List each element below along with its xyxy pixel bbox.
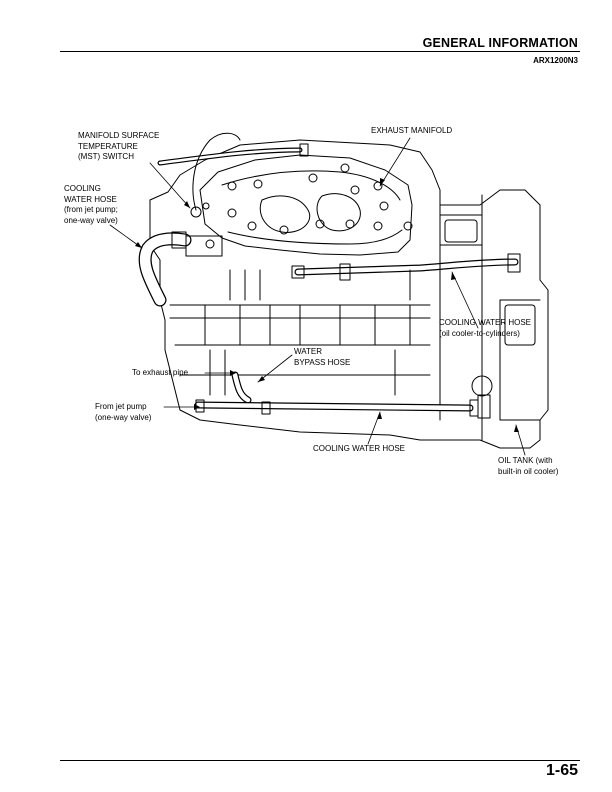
model-code: ARX1200N3	[533, 56, 578, 65]
label-cooling-hose-jet: COOLING WATER HOSE (from jet pump; one-w…	[64, 184, 118, 225]
label-cooling-hose-oil-cooler: COOLING WATER HOSE (oil cooler-to-cylind…	[439, 318, 532, 338]
page-number: 1-65	[545, 762, 578, 779]
leader-lines	[109, 137, 526, 456]
leader-arrowheads	[135, 178, 519, 432]
label-cooling-hose-bottom: COOLING WATER HOSE	[313, 444, 406, 453]
exhaust-manifold-body	[199, 154, 413, 256]
section-title: GENERAL INFORMATION	[422, 36, 578, 50]
oil-tank	[439, 194, 541, 441]
label-water-bypass-hose: WATER BYPASS HOSE	[294, 347, 351, 367]
label-to-exhaust-pipe: To exhaust pipe	[132, 368, 189, 377]
manifold-bolts	[227, 163, 413, 235]
label-exhaust-manifold: EXHAUST MANIFOLD	[371, 126, 453, 135]
label-oil-tank: OIL TANK (with built-in oil cooler)	[498, 456, 559, 476]
label-mst-switch: MANIFOLD SURFACE TEMPERATURE (MST) SWITC…	[78, 131, 160, 161]
header-rule	[60, 51, 580, 52]
engine-outline	[149, 139, 549, 449]
footer-rule	[60, 760, 580, 761]
label-from-jet-pump: From jet pump (one-way valve)	[95, 402, 152, 422]
